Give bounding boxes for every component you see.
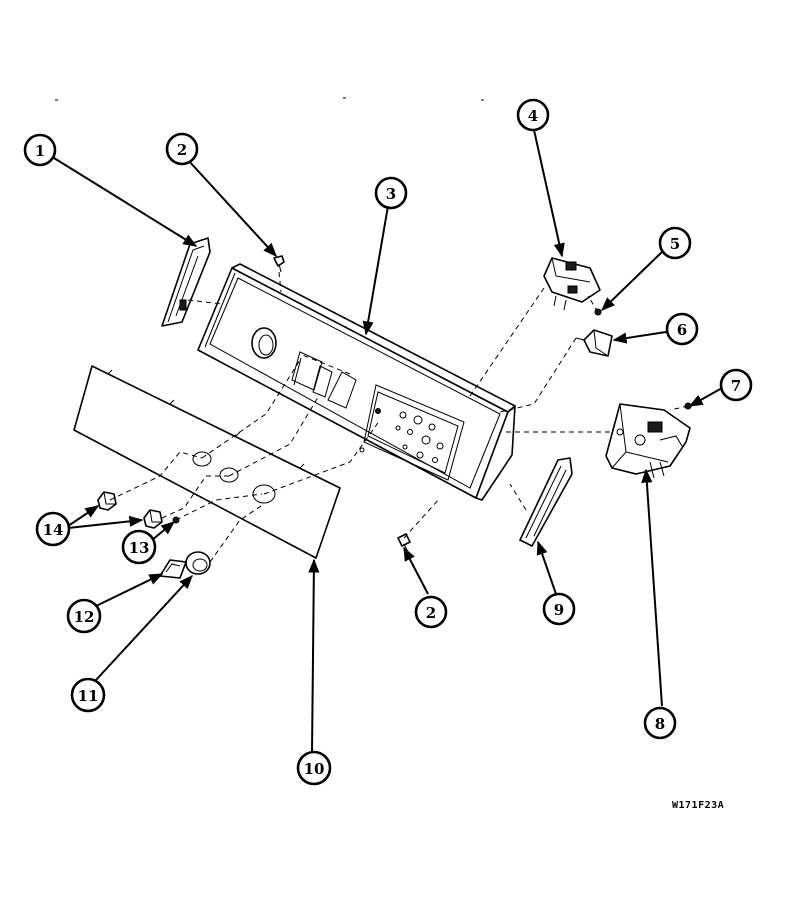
callout-1-label: 1	[35, 142, 45, 160]
callout-9-label: 9	[554, 601, 564, 619]
callout-11: 11	[70, 677, 106, 713]
callout-13: 13	[121, 529, 157, 565]
callout-7-label: 7	[731, 377, 741, 395]
callout-14-label: 14	[43, 521, 64, 539]
front-panel	[73, 365, 341, 559]
leader-lines	[53, 129, 723, 753]
callout-7: 7	[719, 368, 753, 402]
knob-hardware	[97, 491, 211, 579]
callout-9: 9	[542, 592, 576, 626]
callout-6-label: 6	[677, 321, 687, 339]
screw-2-upper	[273, 255, 285, 273]
callout-10-label: 10	[304, 760, 325, 778]
callout-10: 10	[296, 750, 332, 786]
callout-13-label: 13	[129, 539, 150, 557]
callout-12: 12	[66, 598, 102, 634]
callout-14: 14	[35, 511, 71, 547]
callout-8-label: 8	[655, 715, 665, 733]
callout-8: 8	[643, 706, 677, 740]
callout-2-upper-label: 2	[177, 141, 187, 159]
callout-2-lower-label: 2	[426, 604, 436, 622]
callout-12-label: 12	[74, 608, 95, 626]
callout-5: 5	[658, 226, 692, 260]
switch-block	[575, 329, 613, 357]
scan-marks	[55, 97, 484, 101]
callout-4-label: 4	[528, 107, 538, 125]
callout-3-label: 3	[386, 185, 396, 203]
callout-5-label: 5	[670, 235, 680, 253]
timer-part	[605, 403, 691, 479]
callout-2-lower: 2	[414, 595, 448, 629]
callout-3: 3	[374, 176, 408, 210]
assembly-lines	[109, 271, 689, 563]
switch-part	[543, 257, 601, 311]
callout-11-label: 11	[78, 687, 99, 705]
drawing-reference-code: W171F23A	[672, 800, 725, 811]
right-end-cap	[519, 457, 573, 547]
callout-6: 6	[665, 312, 699, 346]
console-panel	[197, 263, 516, 501]
left-end-cap	[161, 237, 211, 327]
callout-4: 4	[516, 98, 550, 132]
callout-1: 1	[23, 133, 57, 167]
callout-2-upper: 2	[165, 132, 199, 166]
